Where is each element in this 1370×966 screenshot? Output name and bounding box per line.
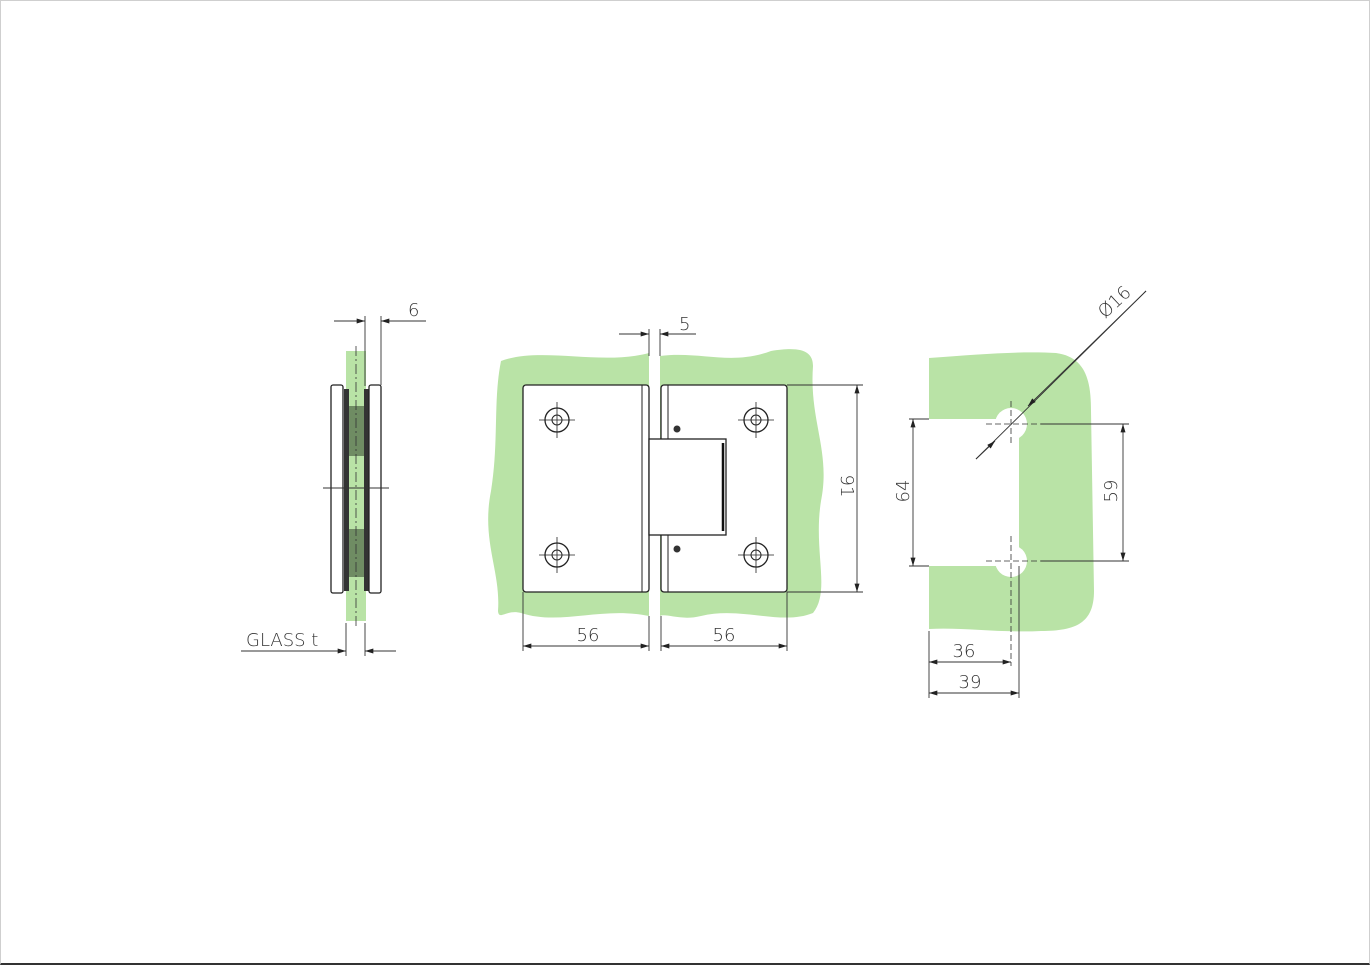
screw-hole-icon: [738, 537, 774, 573]
hole-spacing-label: 59: [1101, 480, 1122, 503]
screw-hole-icon: [738, 402, 774, 438]
set-screw-icon: [673, 425, 681, 433]
set-screw-icon: [673, 545, 681, 553]
screw-hole-icon: [539, 402, 575, 438]
left-width-label: 56: [577, 625, 600, 646]
glass-thickness-label: GLASS t: [246, 630, 318, 651]
inner-plate-left: [344, 389, 349, 591]
hole-offset-label: 36: [953, 641, 976, 662]
front-view: 5 91 56 56: [488, 314, 863, 651]
left-hinge-plate: [522, 384, 650, 593]
cutout-height-label: 64: [893, 480, 914, 503]
side-view: 6 GLASS t: [241, 300, 426, 656]
outer-plate-right: [368, 384, 382, 594]
hinge-knuckle: [648, 438, 727, 536]
cutout-depth-label: 39: [959, 672, 982, 693]
right-width-label: 56: [713, 625, 736, 646]
plate-thickness-label: 6: [408, 300, 419, 321]
screw-hole-icon: [539, 537, 575, 573]
gap-label: 5: [679, 314, 690, 335]
gasket-dark-top: [349, 406, 364, 456]
glass-cutout-view: Ø16 64 59 36 39: [893, 282, 1147, 698]
height-label: 91: [836, 475, 857, 498]
inner-plate-right: [364, 389, 369, 591]
hole-diameter-label: Ø16: [1094, 282, 1135, 323]
gasket-dark-bottom: [349, 529, 364, 577]
outer-plate-left: [330, 384, 344, 594]
